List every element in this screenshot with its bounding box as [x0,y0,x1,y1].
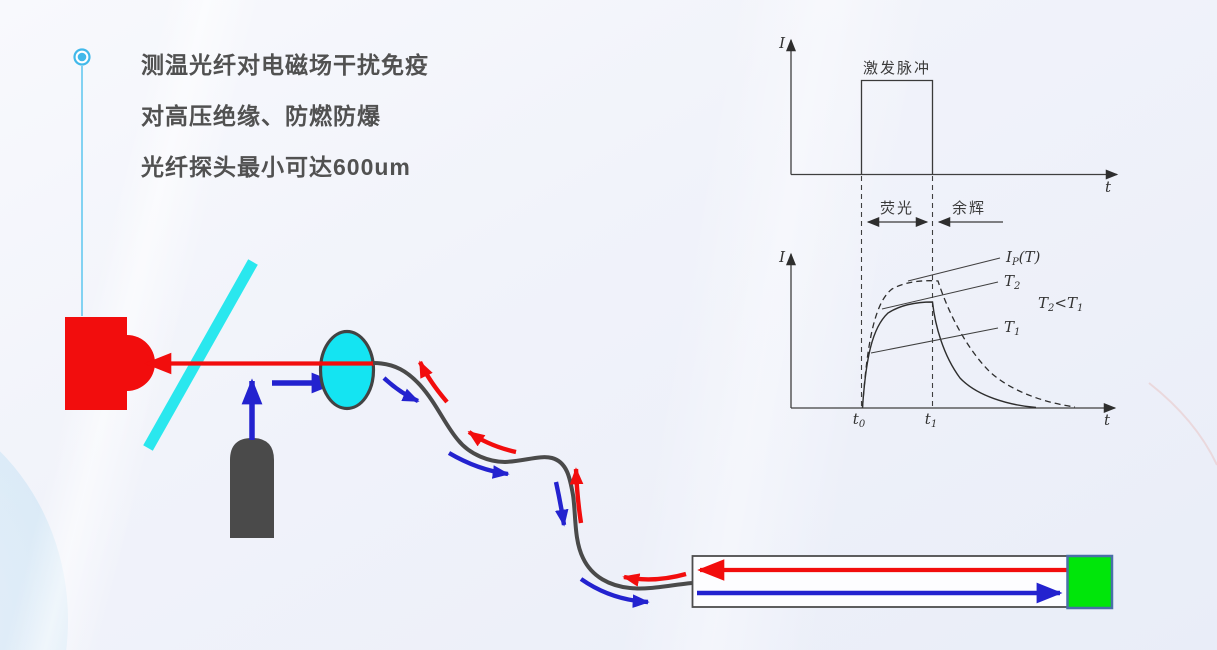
fiber-return-arrow-2 [467,430,517,455]
t1-sub: 1 [1014,327,1020,338]
cmp-rb: T [1067,294,1078,312]
bullet-dot [77,52,87,62]
ip-sub: P [1011,257,1019,268]
fiber-return-arrow-3 [569,467,584,524]
apparatus-schematic [65,259,1114,610]
ip-curve-label: IP(T) [1005,248,1041,268]
t0-tick-label: t0 [853,410,866,430]
fluorescence-label: 荧光 [880,199,914,217]
t0-tick-sub: 0 [859,419,866,430]
excitation-pulse-waveform [860,79,934,174]
decay-chart-x-label: t [1104,411,1111,429]
t0-tick-base: t [853,410,860,428]
fiber-forward-arrow-2 [447,451,510,479]
afterglow-label: 余辉 [952,199,986,217]
background-arc [1148,382,1217,466]
fiber-forward-arrow-1 [382,376,420,404]
pulse-chart-x-label: t [1105,178,1112,196]
beam-splitter [143,259,258,451]
fluorescent-sensor-tip [1066,554,1114,610]
fiber-probe-body [691,555,1113,608]
t1-tick-base: t [925,410,932,428]
cmp-lb: T [1038,294,1049,312]
excitation-pulse-label: 激发脉冲 [863,59,931,77]
cmp-rs: 1 [1077,303,1083,314]
t1-tick-sub: 1 [931,419,937,430]
excitation-lamp [230,438,274,538]
cmp-ls: 2 [1047,303,1054,314]
decay-chart: I t IP(T) T2 T1 T2<T1 t0 t1 [778,248,1117,430]
ip-base: I [1005,248,1013,266]
bullet-marker [73,48,91,316]
t2-sub: 2 [1013,281,1020,292]
detector-lens-bump [127,335,155,391]
bullet-item-3: 光纤探头最小可达600um [141,154,411,180]
decay-curve-t1-solid [861,301,1037,409]
bullet-item-2: 对高压绝缘、防燃防爆 [141,103,381,129]
ip-rest: (T) [1019,248,1041,266]
focusing-lens [318,329,376,411]
decay-curve-t2-dashed [861,280,1076,408]
cmp-op: < [1054,294,1067,312]
leader-line-ip [907,257,1001,282]
fiber-forward-arrow-3 [553,481,569,527]
fiber-forward-arrow-4 [579,577,650,608]
detector-block [65,317,127,410]
pulse-chart: I t 激发脉冲 荧光 余辉 [778,34,1119,407]
decay-chart-y-label: I [778,248,786,266]
bullet-list: 测温光纤对电磁场干扰免疫 对高压绝缘、防燃防爆 光纤探头最小可达600um [141,50,429,203]
t2-curve-label: T2 [1004,272,1020,292]
optical-fiber [372,361,693,591]
bullet-item-1: 测温光纤对电磁场干扰免疫 [141,52,429,78]
temperature-comparison-label: T2<T1 [1038,294,1083,314]
t1-curve-label: T1 [1004,318,1020,338]
fiber-return-arrow-1 [418,360,449,404]
pulse-chart-y-label: I [778,34,786,52]
t1-base: T [1004,318,1015,336]
leader-line-t2 [881,281,999,310]
fiber-return-arrow-4 [622,571,687,587]
t1-tick-label: t1 [925,410,937,430]
t2-base: T [1004,272,1015,290]
leader-line-t1 [870,327,999,354]
